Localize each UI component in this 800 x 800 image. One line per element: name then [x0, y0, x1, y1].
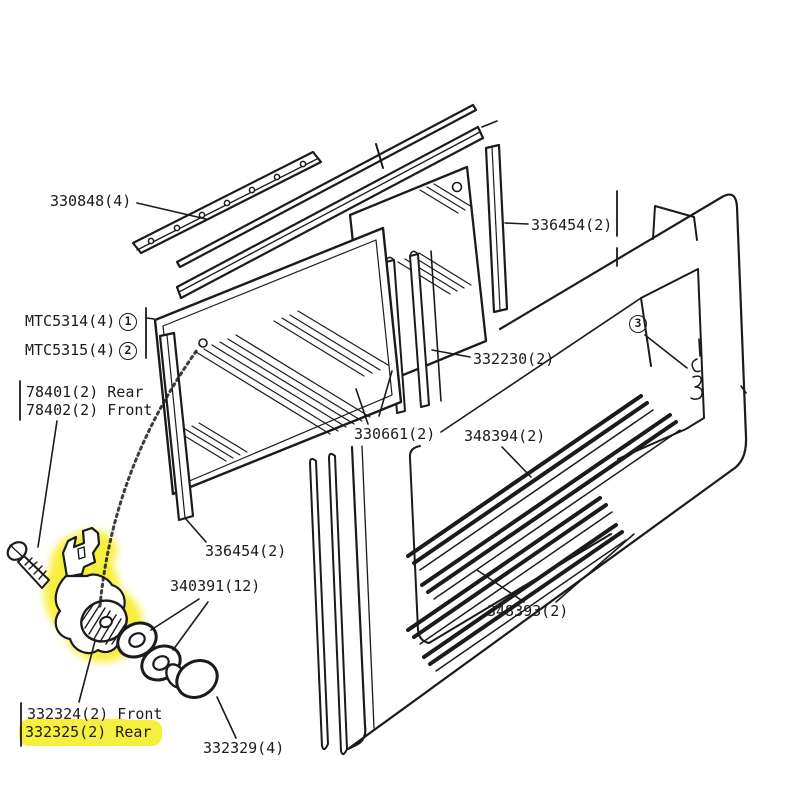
glass-hatch: [177, 310, 389, 462]
part-label-332325-2-Rear: 332325(2) Rear: [25, 723, 152, 741]
right-finisher-strip: [484, 143, 509, 314]
part-label-336454-2: 336454(2): [531, 216, 613, 234]
glass-hatch: [397, 183, 473, 295]
washer: [116, 621, 158, 659]
part-label-348393-2: 348393(2): [487, 602, 569, 620]
part-label-MTC5315-4: MTC5315(4): [25, 341, 116, 359]
part-label-78401-2-Rear: 78401(2) Rear: [26, 383, 144, 401]
lower-rails: [406, 394, 681, 672]
part-label-332329-4: 332329(4): [203, 739, 285, 757]
catch-mount-trace: [98, 348, 199, 608]
bolt: [6, 541, 50, 589]
clip-mark: [690, 358, 703, 400]
badge-3-leader: [644, 334, 688, 369]
front-glass-pane: [153, 226, 403, 496]
item-badge-1: 1: [119, 313, 137, 331]
left-finisher-strip: [158, 331, 195, 522]
channel-strip: [328, 452, 348, 755]
leader-lines: [37, 202, 642, 739]
button-knob: [165, 659, 219, 699]
part-label-MTC5314-4: MTC5314(4): [25, 312, 116, 330]
bracket-bars: [19, 190, 618, 747]
part-label-78402-2-Front: 78402(2) Front: [26, 401, 153, 419]
part-label-330661-2: 330661(2): [354, 425, 436, 443]
label-highlight: [19, 719, 162, 746]
part-label-332324-2-Front: 332324(2) Front: [27, 705, 163, 723]
front-panel: [309, 445, 734, 755]
part-label-330848-4: 330848(4): [50, 192, 132, 210]
outer-panel: [498, 193, 748, 472]
window-catch: [54, 526, 130, 655]
screw-holes: [147, 160, 307, 245]
window-opening: [408, 445, 612, 644]
part-label-340391-12: 340391(12): [170, 577, 261, 595]
part-label-348394-2: 348394(2): [464, 427, 546, 445]
part-label-332230-2: 332230(2): [473, 350, 555, 368]
item-badge-3: 3: [629, 315, 647, 333]
item-badge-2: 2: [119, 342, 137, 360]
part-label-336454-2: 336454(2): [205, 542, 287, 560]
channel-strip: [309, 457, 329, 750]
top-rail-assembly: [131, 103, 498, 300]
